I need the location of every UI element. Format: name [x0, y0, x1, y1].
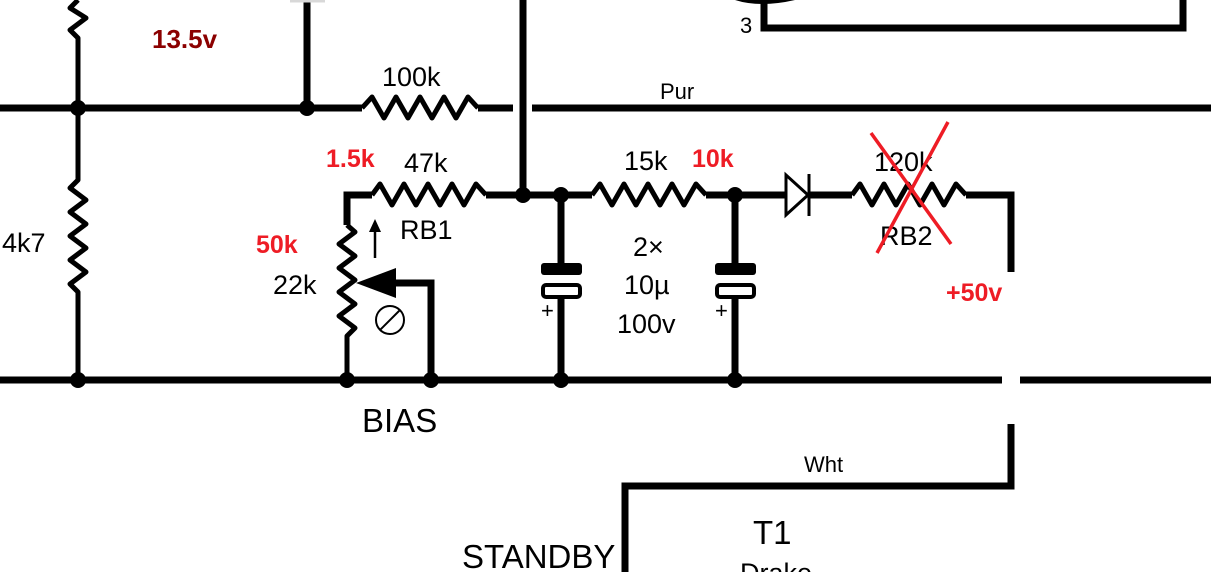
voltage-50-label: +50v: [946, 279, 1002, 307]
capacitor-2: [715, 195, 756, 380]
pot-22k-label: 22k: [273, 270, 317, 300]
junction-dot: [70, 372, 86, 388]
capacitor-2-polarity: +: [715, 298, 728, 323]
junction-dot: [727, 372, 743, 388]
capacitor-1: [541, 195, 582, 380]
wire-pin3: [760, 0, 1187, 32]
rb1-label: RB1: [400, 215, 453, 245]
resistor-100k-label: 100k: [382, 62, 441, 92]
capacitor-1-polarity: +: [541, 298, 554, 323]
wire-wht-label: Wht: [804, 452, 843, 477]
capacitor-qty-label: 2×: [633, 232, 664, 262]
resistor-10k-mod-label: 10k: [692, 145, 734, 173]
junction-dot: [515, 187, 531, 203]
trimmer-adjust-icon: [375, 305, 405, 335]
capacitor-voltage-label: 100v: [617, 309, 676, 339]
junction-dot: [299, 100, 315, 116]
voltage-13-5-label: 13.5v: [152, 24, 218, 54]
capacitor-value-label: 10µ: [624, 270, 670, 300]
rb2-label: RB2: [880, 221, 933, 251]
resistor-top-left: [67, 0, 89, 107]
t1-make-label: Drake: [740, 558, 812, 572]
wire-wht: [621, 424, 1015, 572]
junction-dot: [553, 372, 569, 388]
potentiometer-22k: [336, 223, 358, 380]
pot-50k-mod-label: 50k: [256, 231, 298, 259]
bias-label: BIAS: [362, 402, 437, 439]
resistor-1-5k-mod-label: 1.5k: [326, 145, 375, 173]
resistor-4k7: [67, 108, 89, 380]
diode-icon: [784, 171, 811, 219]
resistor-4k7-label: 4k7: [2, 228, 46, 258]
strike-x-icon: [869, 121, 953, 254]
junction-dot: [423, 372, 439, 388]
wire-pur-label: Pur: [660, 79, 694, 104]
adjust-direction-arrow-icon: [369, 219, 381, 258]
resistor-47k-rb1: [369, 181, 488, 208]
wire-rb1-left: [343, 191, 372, 225]
potentiometer-wiper-arrow: [356, 268, 435, 380]
standby-label: STANDBY: [462, 538, 615, 572]
resistor-47k-label: 47k: [404, 148, 448, 178]
wire-rb2-right: [966, 191, 1015, 272]
resistor-100k: [360, 94, 480, 121]
junction-dot: [339, 372, 355, 388]
resistor-15k-label: 15k: [624, 146, 668, 176]
resistor-15k: [589, 181, 708, 208]
t1-label: T1: [753, 514, 792, 551]
pin-3-label: 3: [740, 13, 752, 38]
